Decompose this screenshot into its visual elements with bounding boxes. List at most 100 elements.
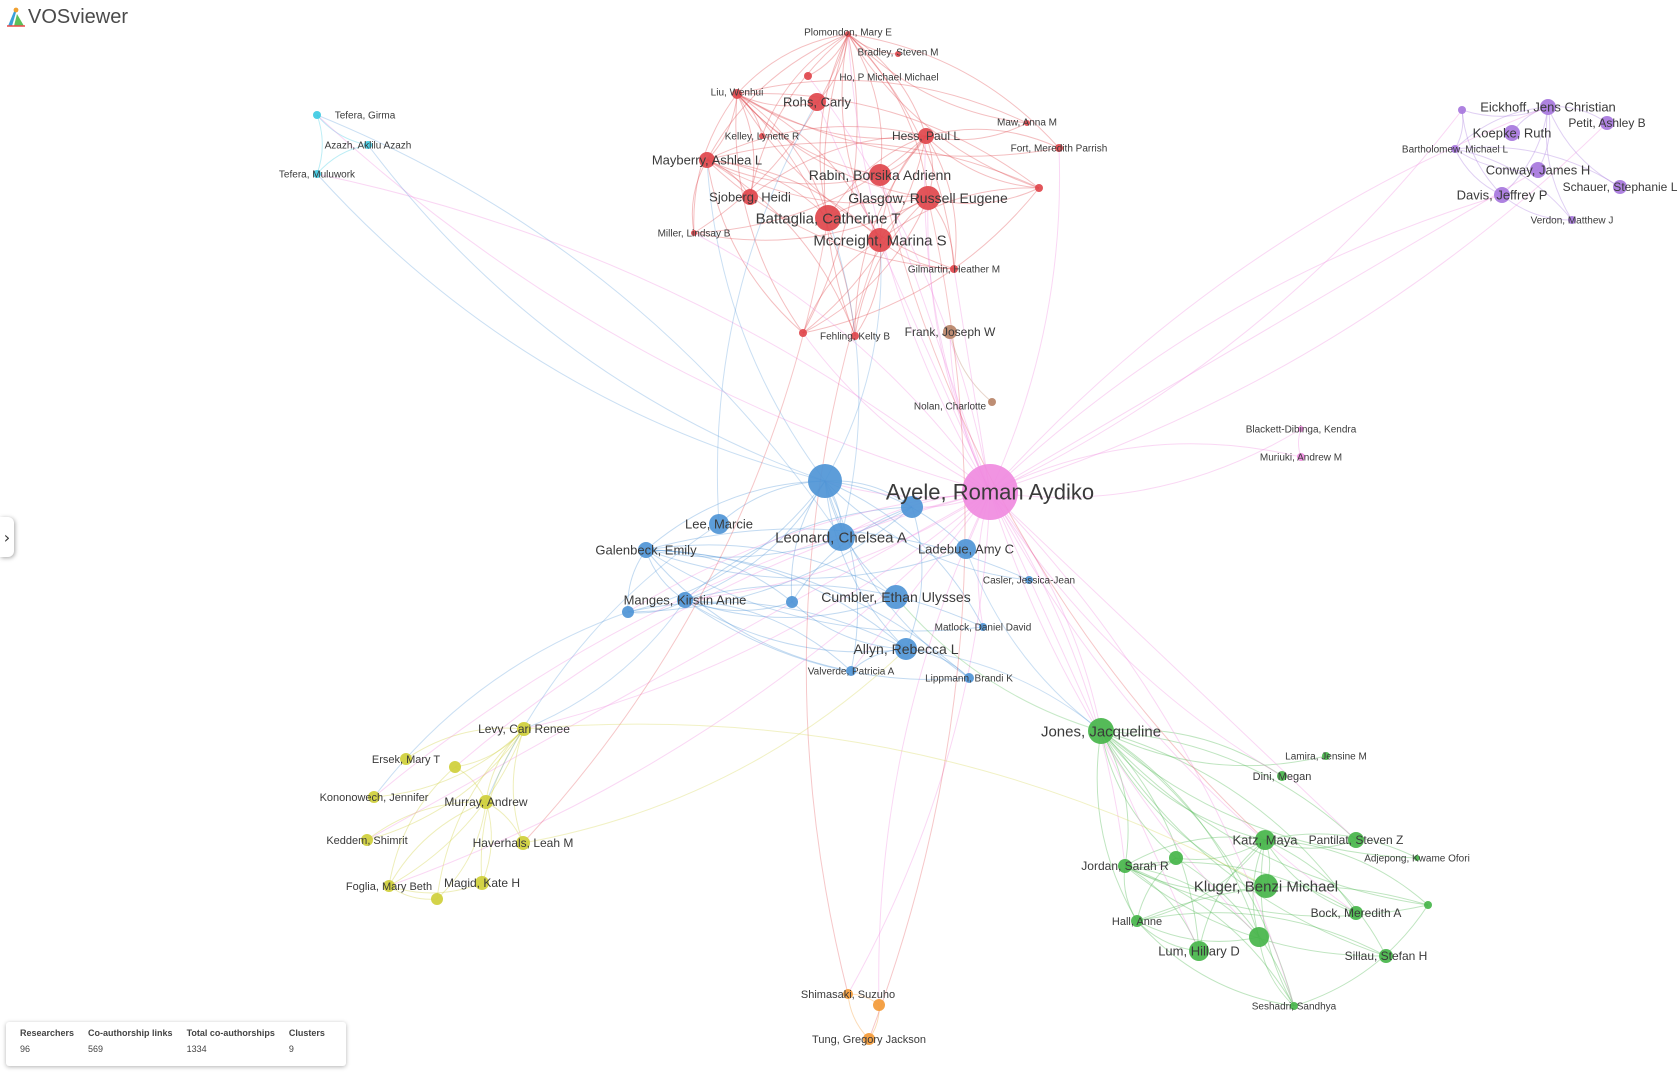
author-label[interactable]: Mccreight, Marina S (813, 232, 946, 249)
author-node[interactable] (884, 585, 908, 609)
author-node[interactable] (431, 893, 443, 905)
author-label[interactable]: Galenbeck, Emily (595, 543, 697, 558)
author-label[interactable]: Manges, Kirstin Anne (624, 593, 747, 608)
author-label[interactable]: Bock, Meredith A (1311, 906, 1402, 920)
author-node[interactable] (979, 623, 987, 631)
author-node[interactable] (962, 464, 1018, 520)
author-label[interactable]: Ayele, Roman Aydiko (886, 480, 1094, 505)
author-label[interactable]: Hess, Paul L (892, 129, 960, 143)
author-label[interactable]: Lum, Hillary D (1158, 944, 1240, 959)
author-node[interactable] (916, 186, 940, 210)
author-node[interactable] (732, 89, 742, 99)
author-node[interactable] (1458, 106, 1466, 114)
author-label[interactable]: Haverhals, Leah M (473, 836, 574, 850)
author-label[interactable]: Mayberry, Ashlea L (652, 153, 762, 168)
author-node[interactable] (956, 539, 976, 559)
author-node[interactable] (1169, 851, 1183, 865)
author-label[interactable]: Magid, Kate H (444, 876, 520, 890)
author-node[interactable] (1290, 1002, 1298, 1010)
author-node[interactable] (361, 834, 373, 846)
author-node[interactable] (964, 673, 974, 683)
author-node[interactable] (677, 592, 693, 608)
author-node[interactable] (869, 164, 891, 186)
author-node[interactable] (759, 133, 765, 139)
author-label[interactable]: Eickhoff, Jens Christian (1480, 100, 1616, 115)
author-label[interactable]: Liu, Wenhui (711, 88, 764, 99)
author-label[interactable]: Tefera, Muluwork (279, 170, 356, 181)
author-node[interactable] (516, 836, 530, 850)
author-node[interactable] (901, 496, 923, 518)
author-label[interactable]: Valverde, Patricia A (808, 667, 895, 678)
author-label[interactable]: Lee, Marcie (685, 517, 753, 532)
author-node[interactable] (313, 111, 321, 119)
author-label[interactable]: Fort, Meredith Parrish (1011, 144, 1108, 155)
author-label[interactable]: Tefera, Girma (335, 111, 396, 122)
author-label[interactable]: Ho, P Michael Michael (839, 73, 938, 84)
author-node[interactable] (638, 542, 654, 558)
author-label[interactable]: Lippmann, Brandi K (925, 674, 1013, 685)
author-node[interactable] (1494, 187, 1510, 203)
author-node[interactable] (1568, 216, 1576, 224)
author-label[interactable]: Sillau, Stefan H (1345, 949, 1428, 963)
author-node[interactable] (479, 795, 493, 809)
author-node[interactable] (1277, 771, 1287, 781)
author-node[interactable] (943, 325, 957, 339)
author-label[interactable]: Bartholomew, Michael L (1402, 145, 1509, 156)
author-node[interactable] (1349, 906, 1363, 920)
author-label[interactable]: Foglia, Mary Beth (346, 881, 432, 893)
author-label[interactable]: Lamira, Jensine M (1285, 752, 1367, 763)
author-node[interactable] (1118, 859, 1132, 873)
author-node[interactable] (1530, 162, 1546, 178)
author-node[interactable] (1255, 830, 1275, 850)
author-node[interactable] (808, 93, 826, 111)
author-node[interactable] (449, 761, 461, 773)
author-label[interactable]: Nolan, Charlotte (914, 402, 987, 413)
author-node[interactable] (313, 170, 321, 178)
author-node[interactable] (1055, 144, 1063, 152)
author-node[interactable] (868, 228, 892, 252)
author-label[interactable]: Fehling, Kelty B (820, 332, 890, 343)
author-label[interactable]: Ladebue, Amy C (918, 542, 1014, 557)
author-node[interactable] (517, 722, 531, 736)
author-label[interactable]: Bradley, Steven M (858, 48, 939, 59)
author-node[interactable] (1540, 99, 1556, 115)
author-label[interactable]: Adjepong, Kwame Ofori (1364, 854, 1470, 865)
author-label[interactable]: Battaglia, Catherine T (756, 210, 901, 227)
author-node[interactable] (368, 791, 380, 803)
author-node[interactable] (851, 332, 859, 340)
author-node[interactable] (709, 514, 729, 534)
author-node[interactable] (827, 523, 855, 551)
author-label[interactable]: Azazh, Aklilu Azazh (325, 141, 412, 152)
author-node[interactable] (383, 880, 395, 892)
author-label[interactable]: Leonard, Chelsea A (775, 529, 907, 546)
author-node[interactable] (804, 72, 812, 80)
author-node[interactable] (1254, 874, 1278, 898)
author-label[interactable]: Jordan, Sarah R (1081, 859, 1169, 873)
author-node[interactable] (863, 1033, 875, 1045)
author-label[interactable]: Koepke, Ruth (1473, 126, 1552, 141)
author-node[interactable] (845, 31, 851, 37)
author-label[interactable]: Plomondon, Mary E (804, 28, 892, 39)
author-node[interactable] (400, 753, 412, 765)
author-label[interactable]: Davis, Jeffrey P (1457, 188, 1548, 203)
author-node[interactable] (1600, 116, 1614, 130)
author-label[interactable]: Pantilat, Steven Z (1309, 833, 1404, 847)
author-label[interactable]: Jones, Jacqueline (1041, 723, 1161, 740)
author-node[interactable] (742, 189, 758, 205)
author-label[interactable]: Katz, Maya (1232, 833, 1298, 848)
author-label[interactable]: Levy, Cari Renee (478, 722, 570, 736)
author-node[interactable] (988, 398, 996, 406)
author-label[interactable]: Tung, Gregory Jackson (812, 1034, 926, 1046)
author-node[interactable] (846, 666, 856, 676)
author-node[interactable] (815, 205, 841, 231)
author-label[interactable]: Frank, Joseph W (905, 325, 996, 339)
author-node[interactable] (475, 876, 489, 890)
author-node[interactable] (1613, 180, 1627, 194)
author-node[interactable] (895, 638, 917, 660)
author-node[interactable] (622, 606, 634, 618)
author-label[interactable]: Schauer, Stephanie L (1563, 180, 1678, 194)
author-label[interactable]: Muriuki, Andrew M (1260, 453, 1342, 464)
author-node[interactable] (808, 464, 842, 498)
author-node[interactable] (364, 141, 372, 149)
